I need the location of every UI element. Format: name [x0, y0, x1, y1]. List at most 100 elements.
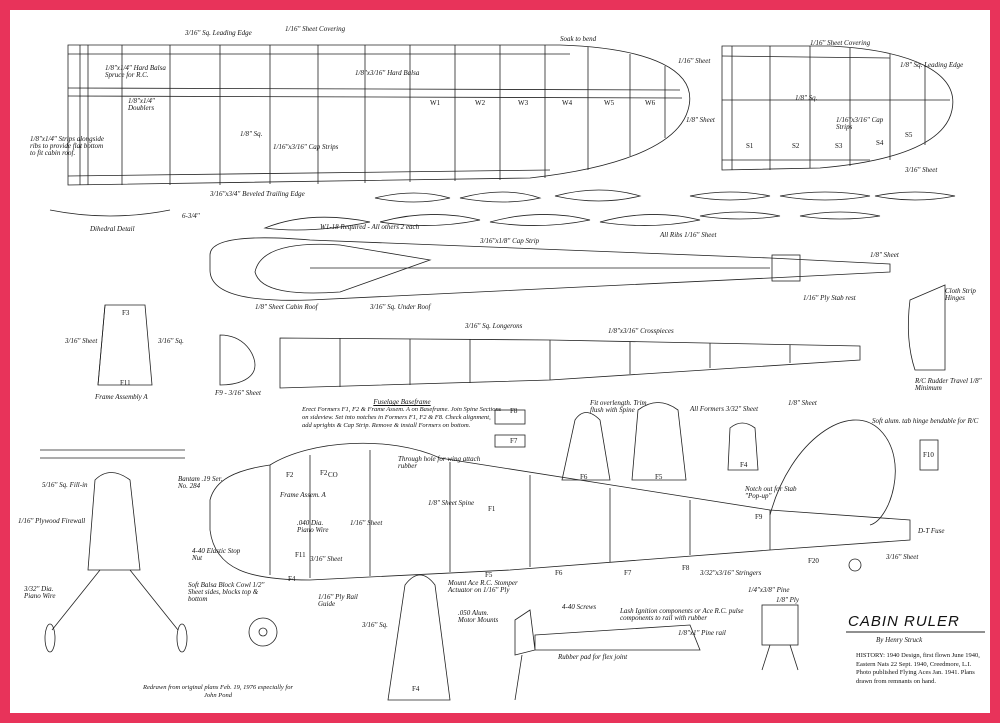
- label: 3/16" Sq.: [362, 621, 388, 629]
- label: F8: [510, 407, 518, 415]
- label: 1/8" Ply: [776, 596, 799, 604]
- label: F3: [122, 309, 130, 317]
- label: F9: [755, 513, 763, 521]
- label: Notch out for Stab "Pop-up": [745, 485, 797, 500]
- label: 1/16" Sheet Covering: [285, 25, 346, 33]
- rib-label: W6: [645, 99, 656, 107]
- label: 3/16" Sheet: [886, 553, 919, 561]
- plan-sheet: 3/16" Sq. Leading Edge 1/16" Sheet Cover…: [10, 10, 990, 713]
- label: F5: [485, 571, 493, 579]
- label: Fit overlength. Trim flush with Spine: [590, 399, 647, 414]
- redrawn-credit: Redrawn from original plans Feb. 19, 197…: [143, 684, 293, 699]
- fuselage-top-view: [209, 237, 891, 301]
- assembly-instructions: Fuselage Baseframe Erect Formers F1, F2 …: [302, 398, 502, 430]
- all-ribs-note: All Ribs 1/16" Sheet: [660, 231, 717, 239]
- label: F2: [286, 471, 294, 479]
- plan-title: CABIN RULER: [848, 613, 960, 630]
- instructions-heading: Fuselage Baseframe: [373, 398, 431, 406]
- dihedral-line: [49, 209, 171, 217]
- rib-label: S2: [792, 142, 800, 150]
- tail-skid: [761, 604, 799, 671]
- label: 4-40 Screws: [562, 603, 597, 611]
- fuselage-side-view: [209, 419, 911, 647]
- fuselage-front-view: [40, 449, 188, 653]
- label: 1/16" Ply Stab rest: [803, 294, 856, 302]
- designer-credit: By Henry Struck: [876, 636, 923, 644]
- instructions-body: Erect Formers F1, F2 & Frame Assem. A on…: [302, 406, 502, 429]
- label: .040 Dia. Piano Wire: [297, 519, 329, 534]
- label: F11: [120, 379, 131, 387]
- label: All Formers 3/32" Sheet: [690, 405, 759, 413]
- label: F8: [682, 564, 690, 572]
- label: R/C Rudder Travel 1/8" Minimum: [915, 377, 982, 392]
- label: F4: [288, 575, 296, 583]
- label: 3/16" Sq.: [158, 337, 184, 345]
- rib-label: W3: [518, 99, 529, 107]
- rib-note: W1-18 Required - All others 2 each: [320, 223, 420, 231]
- plan-drawing: [40, 44, 985, 701]
- rib-label: W1: [430, 99, 441, 107]
- label: F7: [624, 569, 632, 577]
- label: 1/16" Sheet Covering: [810, 39, 871, 47]
- label: Lash Ignition components or Ace R.C. pul…: [620, 607, 744, 622]
- label: Soft Balsa Block Cowl 1/2" Sheet sides, …: [188, 581, 265, 603]
- dihedral-value: 6-3/4": [182, 212, 200, 220]
- label: 1/8"x1/4" Doublers: [128, 97, 155, 112]
- label: 1/16"x3/16" Cap Strips: [273, 143, 339, 151]
- label: 1/8" Sq.: [240, 130, 263, 138]
- label: 1/16" Ply Rail Guide: [318, 593, 358, 608]
- label: F5: [655, 473, 663, 481]
- label: 1/8"x1/4" Hard Balsa Spruce for R.C.: [105, 64, 166, 79]
- label: 3/16" Sheet: [905, 166, 938, 174]
- label: 3/16" Sheet: [310, 555, 343, 563]
- label: 1/16" Plywood Firewall: [18, 517, 86, 525]
- label: 1/8" Sheet: [788, 399, 817, 407]
- label: 1/8"x1/4" Strips alongside ribs to provi…: [30, 135, 104, 157]
- label: Rubber pad for flex joint: [558, 653, 628, 661]
- label: Bantam .19 Ser. No. 284: [178, 475, 223, 490]
- dihedral-label: Dihedral Detail: [90, 225, 135, 233]
- label: D-T Fuse: [918, 527, 945, 535]
- former-f9: [219, 334, 256, 386]
- label: CO: [328, 471, 338, 479]
- label: 3/32"x3/16" Stringers: [700, 569, 762, 577]
- label: Frame Assem. A: [280, 491, 326, 499]
- label: 1/8"x1" Pine rail: [678, 629, 726, 637]
- label: 3/16" Sheet: [65, 337, 98, 345]
- rudder-rc: [907, 284, 946, 371]
- label: F2: [320, 469, 328, 477]
- motor-mount: [514, 609, 701, 656]
- label: F4: [740, 461, 748, 469]
- formers: [494, 402, 939, 481]
- history-note: HISTORY: 1940 Design, first flown June 1…: [856, 652, 980, 685]
- stab-panel: [721, 45, 954, 171]
- label: 1/8" Sheet Cabin Roof: [255, 303, 318, 311]
- label: 4-40 Elastic Stop Nut: [192, 547, 241, 562]
- label: 3/16"x1/8" Cap Strip: [480, 237, 540, 245]
- stab-ribs: [689, 191, 956, 220]
- rib-label: S1: [746, 142, 754, 150]
- rib-label: W2: [475, 99, 486, 107]
- label: 3/16" Sq. Leading Edge: [185, 29, 252, 37]
- label: Soft alum. tab hinge bendable for R/C: [872, 417, 979, 425]
- label: 5/16" Sq. Fill-in: [42, 481, 88, 489]
- label: 1/16" Sheet: [350, 519, 383, 527]
- label: 1/8" Sheet: [870, 251, 899, 259]
- rib-label: S5: [905, 131, 913, 139]
- frame-assembly: [97, 304, 153, 386]
- label: Soak to bend: [560, 35, 597, 43]
- rib-label: S4: [876, 139, 884, 147]
- former-f4: [387, 574, 451, 701]
- label: 1/4"x3/8" Pine: [748, 586, 790, 594]
- rib-label: W5: [604, 99, 615, 107]
- wing-ribs: [263, 189, 701, 231]
- label: Cloth Strip Hinges: [945, 287, 976, 302]
- label: 3/16" Sq. Under Roof: [370, 303, 431, 311]
- label: 1/8" Sq.: [795, 94, 818, 102]
- label: 1/8" Sheet Spine: [428, 499, 475, 507]
- rib-label: S3: [835, 142, 843, 150]
- label: F4: [412, 685, 420, 693]
- label: 3/32" Dia. Piano Wire: [24, 585, 56, 600]
- label: Mount Ace R.C. Stomper Actuator on 1/16"…: [448, 579, 518, 594]
- label: 3/16"x3/4" Beveled Trailing Edge: [210, 190, 305, 198]
